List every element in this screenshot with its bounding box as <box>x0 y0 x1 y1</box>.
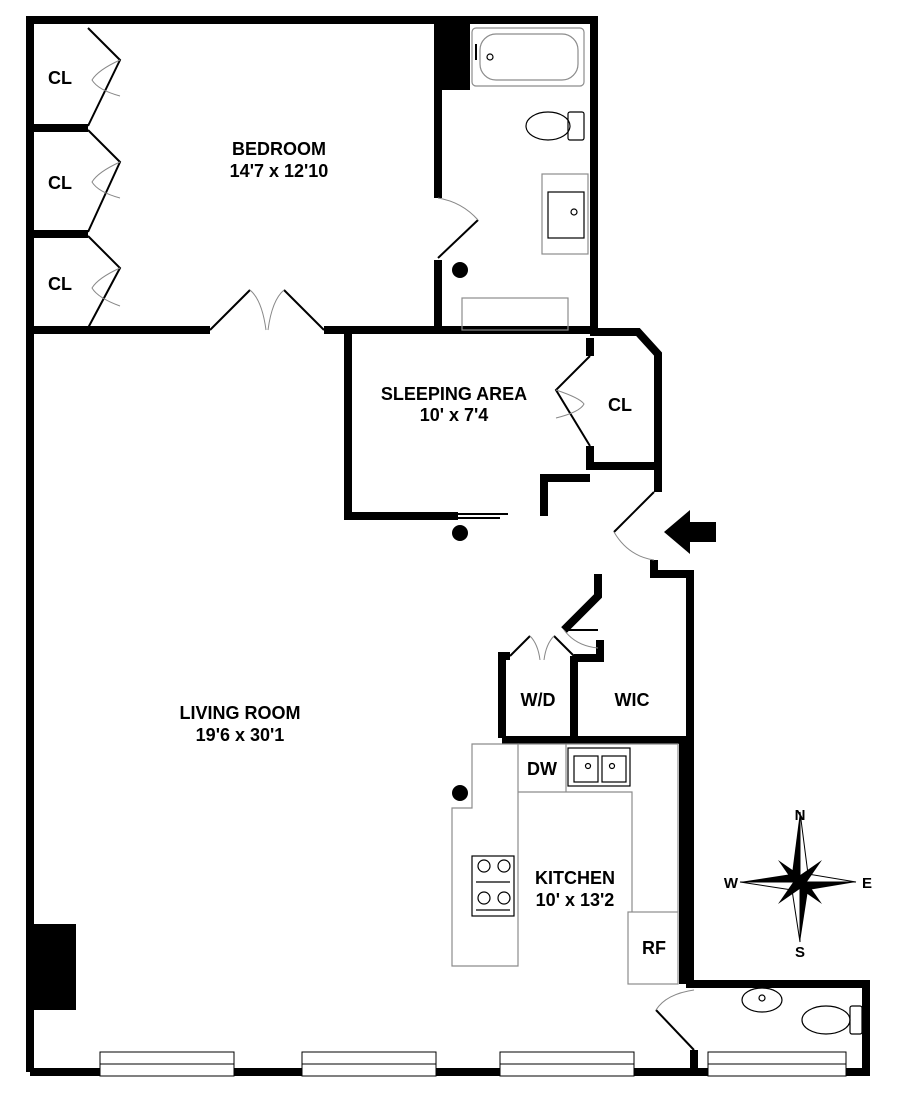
closet-label: CL <box>608 395 632 415</box>
compass-east-label: E <box>862 875 872 892</box>
kitchen-dims: 10' x 13'2 <box>536 890 615 910</box>
bath-door <box>437 219 479 259</box>
closet-label: CL <box>48 68 72 88</box>
wic-wall <box>561 574 602 633</box>
door-swing <box>437 197 479 221</box>
door-swing <box>91 59 121 97</box>
columns <box>32 22 470 1010</box>
exterior-wall <box>26 16 662 1072</box>
kitchen-counter <box>518 743 679 912</box>
bathtub-icon <box>471 27 585 87</box>
sleeping-area-jamb <box>540 474 590 516</box>
door-swing <box>249 289 285 331</box>
sink-icon <box>741 987 783 1013</box>
washer-dryer-label: W/D <box>521 690 556 710</box>
bath-bench <box>461 297 569 331</box>
stove-icon <box>471 855 515 917</box>
living-room-name: LIVING ROOM <box>180 703 301 723</box>
compass-south-label: S <box>795 944 805 961</box>
sleeping-area-dims: 10' x 7'4 <box>420 405 489 425</box>
bedroom-name: BEDROOM <box>232 139 326 159</box>
fixtures <box>451 27 863 1035</box>
dishwasher-label: DW <box>527 759 557 779</box>
sleeping-door <box>458 513 508 519</box>
compass-rose-icon <box>739 811 857 943</box>
door-swing <box>555 389 585 419</box>
door-swing <box>563 629 599 649</box>
walls <box>26 16 870 1076</box>
wic-wall-2 <box>574 640 604 662</box>
powder-door <box>655 1009 695 1051</box>
walk-in-closet-label: WIC <box>615 690 650 710</box>
column-dot <box>452 525 468 541</box>
toilet-icon <box>525 111 585 141</box>
bath-column <box>436 22 470 90</box>
sink-icon <box>567 747 631 787</box>
compass-west-label: W <box>724 875 739 892</box>
closet-door <box>87 27 122 127</box>
door-swing <box>91 161 121 199</box>
entry-door <box>613 491 655 533</box>
windows <box>99 1051 847 1077</box>
sink-icon <box>541 173 589 255</box>
kitchen-name: KITCHEN <box>535 868 615 888</box>
wd-wall <box>498 652 510 738</box>
closet-door <box>554 355 591 447</box>
compass-north-label: N <box>795 807 806 824</box>
toilet-icon <box>801 1005 863 1035</box>
refrigerator-outline <box>627 911 679 985</box>
bedroom-door <box>209 289 325 331</box>
sleeping-area-east-wall-2 <box>586 446 656 470</box>
exterior-wall-east <box>30 560 870 1076</box>
door-swing <box>613 531 655 561</box>
door-swing <box>655 989 695 1011</box>
refrigerator-label: RF <box>642 938 666 958</box>
sleeping-area-wall <box>344 330 458 520</box>
wd-door <box>509 635 575 657</box>
entry-arrow-icon <box>664 510 716 554</box>
closet-label: CL <box>48 274 72 294</box>
living-column <box>32 924 76 1010</box>
door-swing <box>91 267 121 307</box>
living-room-dims: 19'6 x 30'1 <box>196 725 285 745</box>
kitchen-island <box>451 743 519 967</box>
column-dot <box>452 262 468 278</box>
column-dot <box>452 785 468 801</box>
sleeping-area-name: SLEEPING AREA <box>381 384 527 404</box>
closet-door <box>87 235 122 329</box>
door-swing <box>529 635 555 661</box>
doors <box>87 27 695 1051</box>
bedroom-dims: 14'7 x 12'10 <box>230 161 329 181</box>
closet-label: CL <box>48 173 72 193</box>
